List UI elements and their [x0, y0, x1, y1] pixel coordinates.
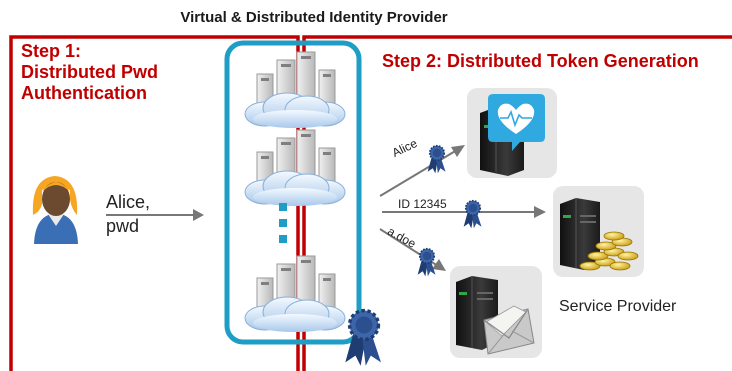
step2-label: Step 2: Distributed Token Generation — [382, 51, 699, 71]
arrow-to-health-server — [379, 145, 465, 197]
ribbon-seal-icon — [462, 199, 483, 230]
server-cloud-icon — [244, 129, 346, 207]
user-avatar-icon — [32, 176, 78, 244]
step1-line1: Step 1: — [21, 41, 82, 61]
service-provider-label: Service Provider — [559, 298, 677, 315]
user-credentials-line1: Alice, — [106, 192, 151, 212]
user-credentials-label: Alice, pwd — [106, 190, 150, 238]
arrow-user-to-idp — [106, 209, 204, 221]
user-credentials-line2: pwd — [106, 216, 140, 236]
diagram-title: Virtual & Distributed Identity Provider — [180, 9, 448, 26]
server-cloud-icon — [244, 255, 346, 333]
server-cloud-icon — [244, 51, 346, 129]
health-server-icon — [467, 88, 557, 178]
ellipsis-icon — [279, 203, 287, 243]
step1-line2: Distributed Pwd — [21, 62, 159, 82]
step1-label: Step 1: Distributed Pwd Authentication — [21, 41, 158, 104]
arrow-to-coin-server — [382, 206, 546, 218]
identity-provider-box — [224, 40, 362, 345]
step1-line3: Authentication — [21, 83, 147, 103]
mail-server-icon — [450, 266, 542, 358]
coin-server-icon — [553, 186, 644, 277]
token-label-id: ID 12345 — [398, 197, 447, 211]
